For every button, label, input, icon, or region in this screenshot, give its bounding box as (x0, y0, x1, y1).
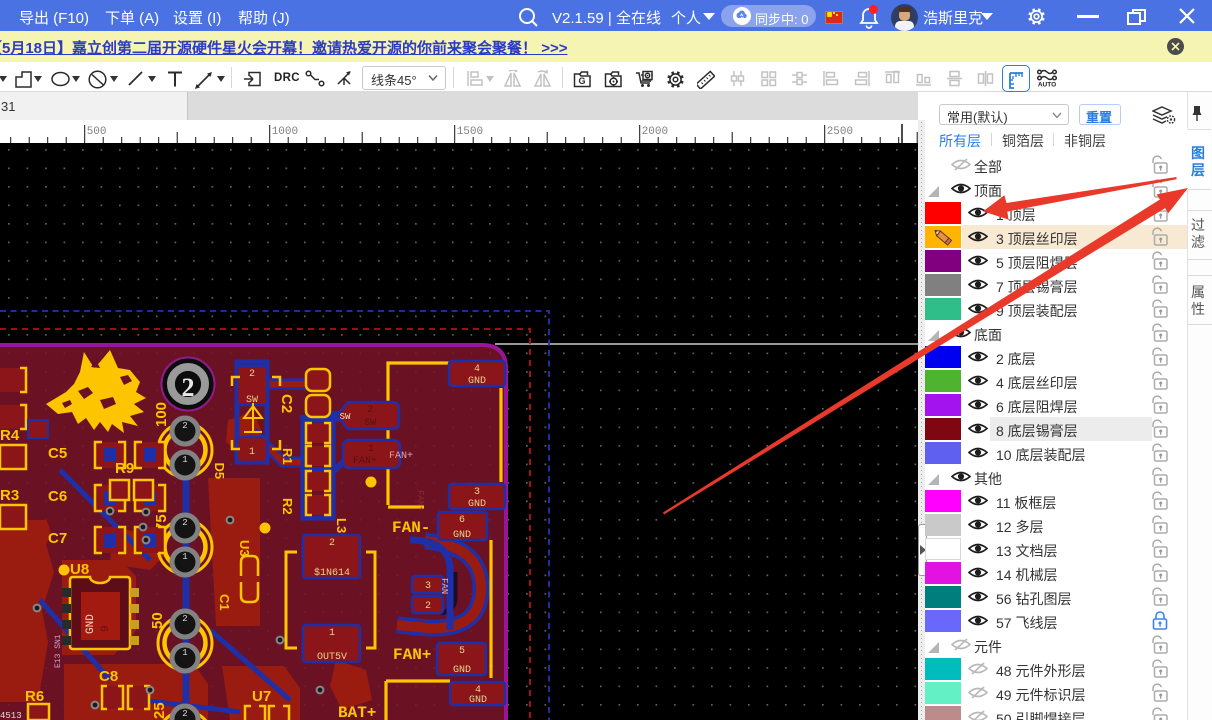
svg-text:U8: U8 (70, 561, 89, 578)
svg-text:1: 1 (182, 455, 187, 465)
svg-text:U7: U7 (252, 688, 271, 705)
svg-text:4: 4 (474, 364, 480, 375)
svg-text:FAN+: FAN+ (353, 456, 377, 467)
svg-text:GND: GND (468, 376, 486, 387)
svg-text:6: 6 (459, 515, 465, 526)
svg-text:2: 2 (182, 709, 187, 719)
svg-text:3: 3 (425, 581, 431, 592)
svg-text:5: 5 (459, 646, 465, 657)
svg-text:C1: C1 (217, 594, 232, 611)
svg-text:2: 2 (182, 614, 187, 624)
svg-text:1000: 1000 (272, 126, 298, 138)
svg-text:GND: GND (469, 695, 487, 706)
svg-text:2: 2 (367, 405, 373, 416)
svg-text:50: 50 (149, 612, 166, 629)
svg-text:SW: SW (246, 395, 258, 406)
svg-text:GND: GND (85, 614, 97, 634)
svg-text:C6: C6 (48, 488, 67, 505)
svg-text:4513: 4513 (0, 711, 22, 720)
svg-text:GND: GND (468, 499, 486, 510)
svg-text:OUT5V: OUT5V (317, 652, 347, 663)
svg-text:3: 3 (474, 487, 480, 498)
svg-text:R3: R3 (0, 487, 19, 504)
svg-text:C7: C7 (48, 530, 67, 547)
svg-text:2500: 2500 (827, 126, 853, 138)
svg-text:1: 1 (249, 447, 255, 458)
svg-text:2: 2 (182, 518, 187, 528)
svg-text:GND: GND (453, 665, 471, 676)
svg-text:FAN+: FAN+ (393, 646, 431, 664)
svg-text:FAN+: FAN+ (415, 490, 425, 512)
svg-text:SW: SW (340, 412, 351, 422)
svg-text:1500: 1500 (457, 126, 483, 138)
svg-text:2: 2 (182, 373, 195, 402)
svg-text:FAN: FAN (439, 578, 449, 594)
svg-text:BAT+: BAT+ (338, 704, 376, 720)
svg-text:2: 2 (425, 601, 431, 612)
svg-text:2: 2 (329, 538, 335, 549)
svg-text:25: 25 (151, 702, 168, 719)
svg-text:R9: R9 (115, 460, 134, 477)
svg-text:FAN+: FAN+ (389, 451, 413, 462)
svg-text:SW: SW (364, 418, 376, 429)
svg-text:R2: R2 (280, 498, 295, 515)
svg-text:C5: C5 (48, 445, 67, 462)
svg-text:U3: U3 (237, 540, 252, 557)
svg-text:R4: R4 (0, 427, 20, 444)
svg-text:D5: D5 (212, 463, 227, 480)
svg-text:1: 1 (182, 648, 187, 658)
svg-text:E13 SN1: E13 SN1 (54, 634, 63, 668)
svg-text:1: 1 (368, 444, 374, 455)
svg-text:AUTO: AUTO (1038, 82, 1056, 89)
svg-text:C8: C8 (99, 668, 118, 685)
svg-text:500: 500 (87, 126, 107, 138)
svg-text:2: 2 (249, 369, 255, 380)
svg-text:9: 9 (100, 625, 112, 632)
svg-text:C2: C2 (278, 394, 295, 413)
svg-text:2: 2 (182, 421, 187, 431)
svg-text:1: 1 (182, 552, 187, 562)
svg-text:$1N614: $1N614 (314, 567, 350, 579)
svg-text:GND: GND (453, 530, 471, 541)
svg-text:100: 100 (153, 402, 170, 427)
svg-text:2000: 2000 (642, 126, 668, 138)
svg-text:L3: L3 (334, 518, 349, 533)
svg-text:R1: R1 (280, 448, 295, 465)
svg-text:1: 1 (329, 628, 335, 639)
svg-text:R6: R6 (25, 688, 44, 705)
svg-text:G: G (578, 76, 585, 86)
svg-text:FAN-: FAN- (392, 519, 430, 537)
svg-text:4: 4 (475, 685, 481, 696)
